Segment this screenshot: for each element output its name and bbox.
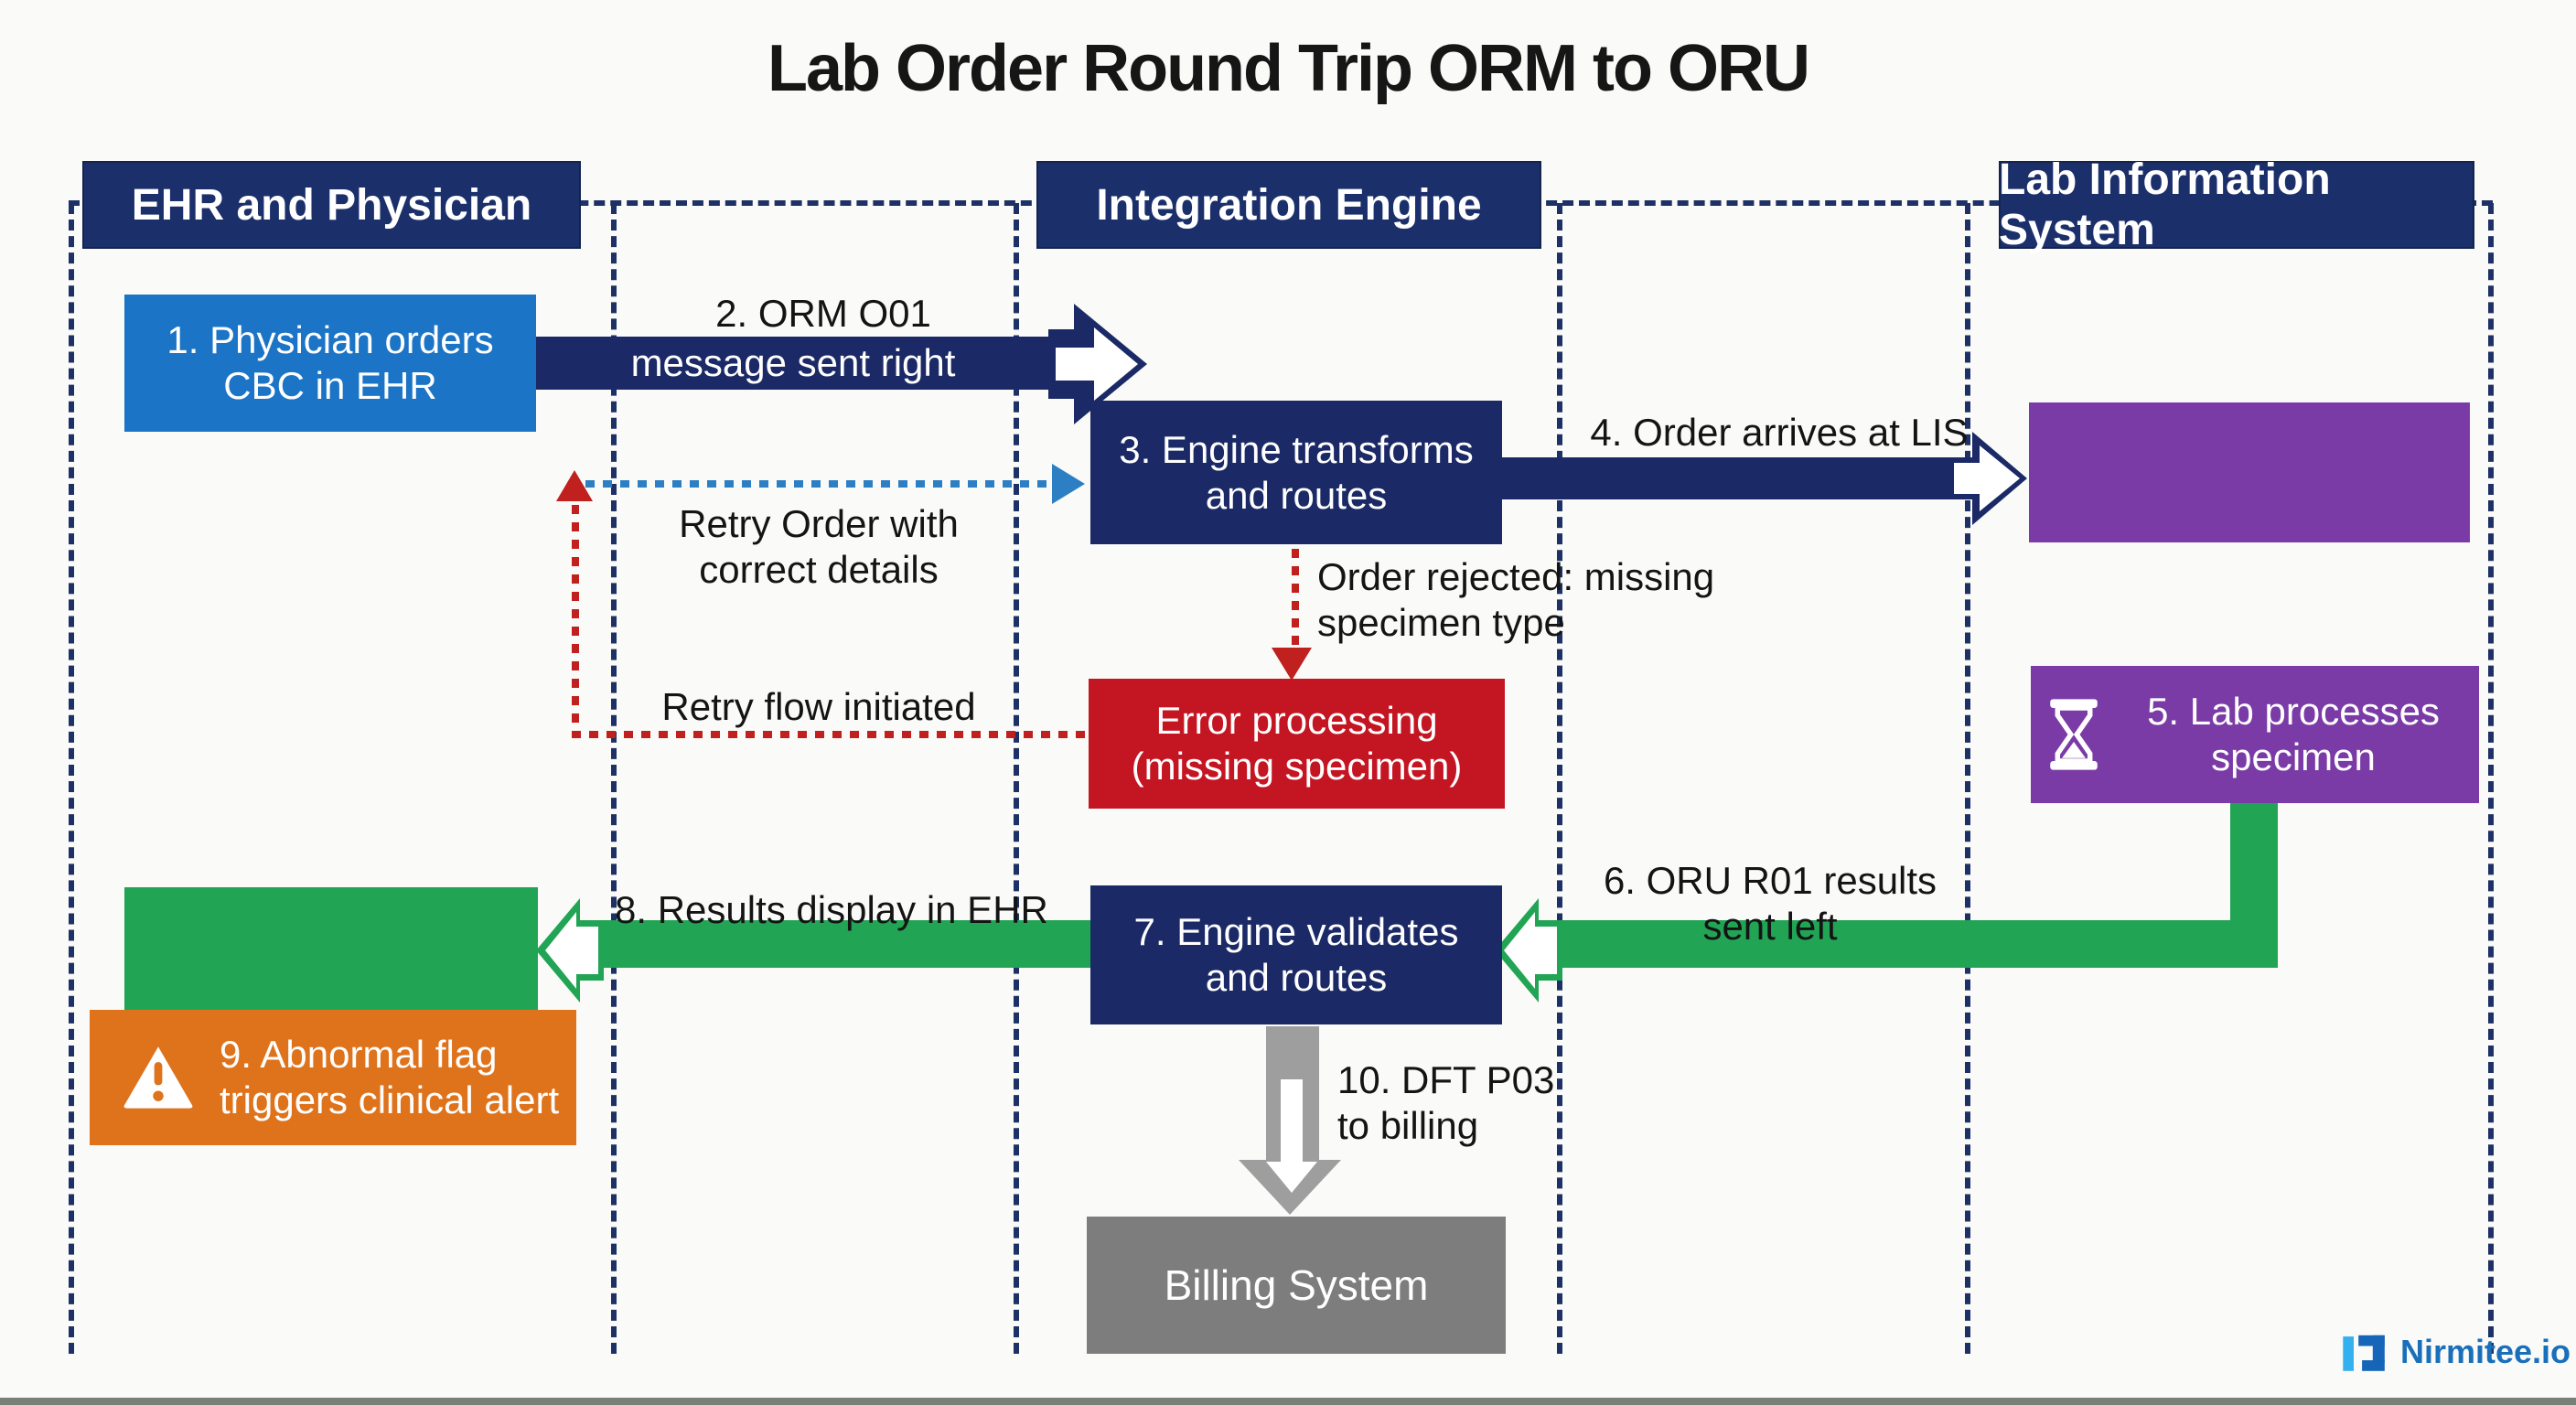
- warning-icon: [121, 1044, 196, 1111]
- lane-divider-3: [1014, 203, 1019, 1354]
- order-rejected-label: Order rejected: missing specimen type: [1317, 555, 1715, 645]
- lis-order-received-box: [2029, 402, 2470, 542]
- lane-divider-5: [1965, 203, 1970, 1354]
- lane-divider-1: [69, 203, 74, 1354]
- flow8-arrow-shaft: [596, 920, 1090, 968]
- step-label: Billing System: [1164, 1260, 1429, 1309]
- retry-order-label: Retry Order with correct details: [679, 502, 959, 592]
- order-rejected-arrowhead-icon: [1272, 648, 1312, 681]
- flow6-arrow-shaft: [1555, 920, 2278, 968]
- ehr-results-box: [124, 887, 538, 1010]
- diagram-title: Lab Order Round Trip ORM to ORU: [767, 32, 1810, 105]
- retry-dotted-vertical-line: [572, 505, 579, 734]
- flow4-label: 4. Order arrives at LIS: [1590, 411, 1969, 454]
- lane-header-ehr-physician: EHR and Physician: [82, 161, 581, 249]
- lane-divider-4: [1557, 203, 1562, 1354]
- flow10-label: 10. DFT P03 to billing: [1337, 1058, 1555, 1148]
- lane-divider-6: [2488, 203, 2494, 1354]
- flow6-vertical-shaft: [2230, 801, 2278, 931]
- logo-text: Nirmitee.io: [2400, 1333, 2571, 1370]
- flow6-label: 6. ORU R01 results sent left: [1603, 859, 1937, 949]
- lane-header-label: Lab Information System: [1999, 156, 2331, 254]
- flow8-label: 8. Results display in EHR: [615, 888, 1048, 931]
- logo-mark-icon: [2342, 1328, 2389, 1376]
- step-engine-validates-box: 7. Engine validates and routes: [1090, 885, 1502, 1024]
- step-lab-processes-box: 5. Lab processes specimen: [2031, 666, 2479, 803]
- step-label: 1. Physician orders CBC in EHR: [166, 318, 494, 407]
- flow8-arrowhead-left-icon: [536, 898, 604, 1003]
- step-label: 7. Engine validates and routes: [1133, 910, 1459, 999]
- step-engine-transforms-box: 3. Engine transforms and routes: [1090, 401, 1502, 544]
- step-label: 5. Lab processes specimen: [2147, 690, 2440, 778]
- abnormal-flag-alert-box: 9. Abnormal flag triggers clinical alert: [90, 1010, 576, 1145]
- flow2-arrow-shaft: message sent right: [536, 337, 1050, 390]
- flow6-arrowhead-left-icon: [1495, 898, 1562, 1003]
- flow4-arrowhead-right-icon: [1948, 432, 2027, 525]
- hourglass-icon: [2047, 699, 2100, 770]
- flow2-title-label: 2. ORM O01: [715, 292, 931, 335]
- step-label: Error processing (missing specimen): [1131, 699, 1463, 788]
- retry-flow-dotted-line: [572, 731, 1089, 738]
- lane-header-label: Integration Engine: [1096, 180, 1482, 230]
- retry-order-dotted-line: [585, 480, 1054, 488]
- lane-header-label: EHR and Physician: [131, 180, 532, 230]
- retry-order-arrowhead-icon: [1052, 464, 1085, 504]
- step-label: 9. Abnormal flag triggers clinical alert: [220, 1033, 560, 1121]
- lane-header-lab-information-system: Lab Information System: [1999, 156, 2474, 254]
- lane-header-integration-engine: Integration Engine: [1036, 161, 1541, 249]
- flow10-arrow-down-icon: [1239, 1026, 1341, 1215]
- order-rejected-dotted-line: [1292, 549, 1299, 651]
- bottom-edge-strip: [0, 1398, 2576, 1405]
- error-processing-box: Error processing (missing specimen): [1089, 679, 1505, 809]
- flow2-arrowhead-right-icon: [1048, 304, 1147, 424]
- nirmitee-logo: Nirmitee.io: [2342, 1328, 2571, 1376]
- billing-system-box: Billing System: [1087, 1217, 1506, 1354]
- flow2-caption-label: message sent right: [630, 341, 956, 384]
- lane-divider-2: [611, 203, 617, 1354]
- step-label: 3. Engine transforms and routes: [1119, 427, 1474, 517]
- step-physician-orders-box: 1. Physician orders CBC in EHR: [124, 295, 536, 432]
- retry-up-arrowhead-icon: [556, 470, 593, 501]
- retry-flow-label: Retry flow initiated: [661, 685, 976, 728]
- flow4-arrow-shaft: [1502, 457, 1952, 499]
